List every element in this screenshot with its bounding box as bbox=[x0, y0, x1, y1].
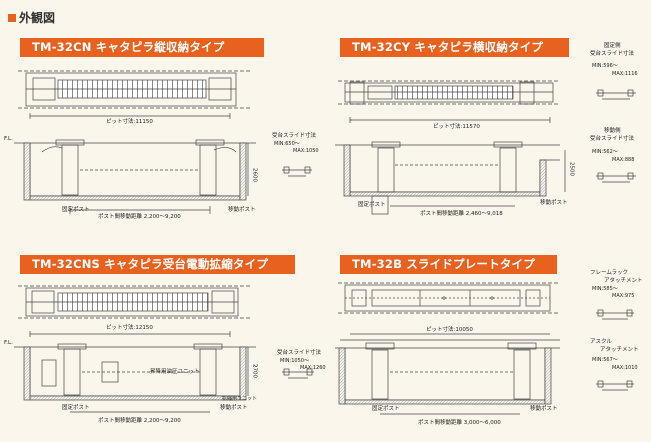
cns-slide-max: MAX:1260 bbox=[300, 365, 326, 371]
panel-title-tm32b: TM-32B スライドプレートタイプ bbox=[340, 255, 557, 274]
axle-max: MAX:1010 bbox=[612, 365, 638, 371]
cy-side-view bbox=[335, 141, 566, 215]
moving-side-max: MAX:888 bbox=[612, 157, 635, 163]
cn-side-view bbox=[14, 139, 256, 214]
cn-slide-min: MIN:650〜 bbox=[274, 141, 300, 147]
cns-depth: 2700 bbox=[251, 364, 258, 378]
cns-fixed-post: 固定ポスト bbox=[62, 405, 90, 411]
frame-rack-title2: アタッチメント bbox=[604, 278, 643, 284]
frame-rack-title1: フレームラック bbox=[590, 270, 629, 276]
cy-moving-post: 移動ポスト bbox=[540, 200, 568, 206]
cns-pit-size: ピット寸法:12150 bbox=[106, 325, 153, 331]
b-plan-view bbox=[338, 282, 560, 314]
cns-unit-label: 昇降用油圧ユニット bbox=[150, 369, 200, 375]
cy-depth: 2500 bbox=[568, 162, 575, 176]
cn-slide-max: MAX:1050 bbox=[293, 148, 319, 154]
b-moving-post: 移動ポスト bbox=[530, 406, 558, 412]
cn-pit-size: ピット寸法:11150 bbox=[106, 119, 153, 125]
frame-rack-min: MIN:585〜 bbox=[592, 286, 618, 292]
b-pit-size: ピット寸法:10050 bbox=[426, 327, 473, 333]
cn-post-distance: ポスト間移動距離 2,200〜9,200 bbox=[98, 214, 181, 220]
axle-title1: アスクル bbox=[590, 339, 612, 345]
cn-moving-post: 移動ポスト bbox=[228, 207, 256, 213]
cn-slide-detail bbox=[282, 166, 312, 177]
fixed-side-min: MIN:596〜 bbox=[592, 63, 618, 69]
cy-fixed-post: 固定ポスト bbox=[358, 202, 386, 208]
panel-title-tm32cn: TM-32CN キャタピラ縦収納タイプ bbox=[20, 38, 264, 57]
moving-side-title2: 受台スライド寸法 bbox=[590, 136, 635, 142]
cns-slide-detail bbox=[282, 368, 314, 379]
cns-fl-label: F.L. bbox=[4, 340, 13, 346]
cns-unit-label2: 拡縮用ユニット bbox=[222, 396, 258, 402]
section-title: 外観図 bbox=[8, 9, 55, 26]
cy-post-distance: ポスト間移動距離 2,460〜9,018 bbox=[420, 211, 503, 217]
panel-title-tm32cy: TM-32CY キャタピラ横収納タイプ bbox=[340, 38, 569, 57]
cns-slide-title: 受台スライド寸法 bbox=[277, 350, 322, 356]
cns-slide-min: MIN:1050〜 bbox=[280, 358, 309, 364]
cns-moving-post: 移動ポスト bbox=[220, 405, 248, 411]
cn-fl-label: F.L. bbox=[4, 136, 13, 142]
section-marker-icon bbox=[8, 13, 16, 22]
panel-title-tm32cns: TM-32CNS キャタピラ受台電動拡縮タイプ bbox=[20, 255, 295, 274]
section-title-text: 外観図 bbox=[19, 11, 56, 25]
cns-plan-view bbox=[18, 285, 250, 337]
cn-depth: 2600 bbox=[251, 168, 258, 182]
cn-slide-title: 受台スライド寸法 bbox=[272, 133, 317, 139]
axle-title2: アタッチメント bbox=[600, 347, 639, 353]
cns-post-distance: ポスト間移動距離 2,200〜9,200 bbox=[98, 418, 181, 424]
axle-min: MIN:567〜 bbox=[592, 357, 618, 363]
b-fixed-post: 固定ポスト bbox=[372, 406, 400, 412]
frame-rack-max: MAX:975 bbox=[612, 293, 635, 299]
cns-side-view bbox=[14, 343, 256, 413]
fixed-side-slide-detail bbox=[596, 89, 636, 100]
b-side-view bbox=[335, 333, 560, 415]
axle-attachment-detail bbox=[596, 380, 634, 391]
moving-side-slide-detail bbox=[596, 172, 636, 183]
fixed-side-title2: 受台スライド寸法 bbox=[590, 51, 635, 57]
moving-side-title1: 移動側 bbox=[604, 128, 621, 134]
cn-fixed-post: 固定ポスト bbox=[62, 207, 90, 213]
cy-pit-size: ピット寸法:11570 bbox=[433, 124, 480, 130]
b-post-distance: ポスト間移動距離 3,000〜6,000 bbox=[418, 420, 501, 426]
fixed-side-max: MAX:1116 bbox=[612, 71, 638, 77]
moving-side-min: MIN:562〜 bbox=[592, 149, 618, 155]
fixed-side-title1: 固定側 bbox=[604, 43, 621, 49]
cy-plan-view bbox=[338, 80, 560, 123]
frame-rack-attachment-detail bbox=[596, 309, 634, 320]
cn-plan-view bbox=[18, 70, 250, 119]
